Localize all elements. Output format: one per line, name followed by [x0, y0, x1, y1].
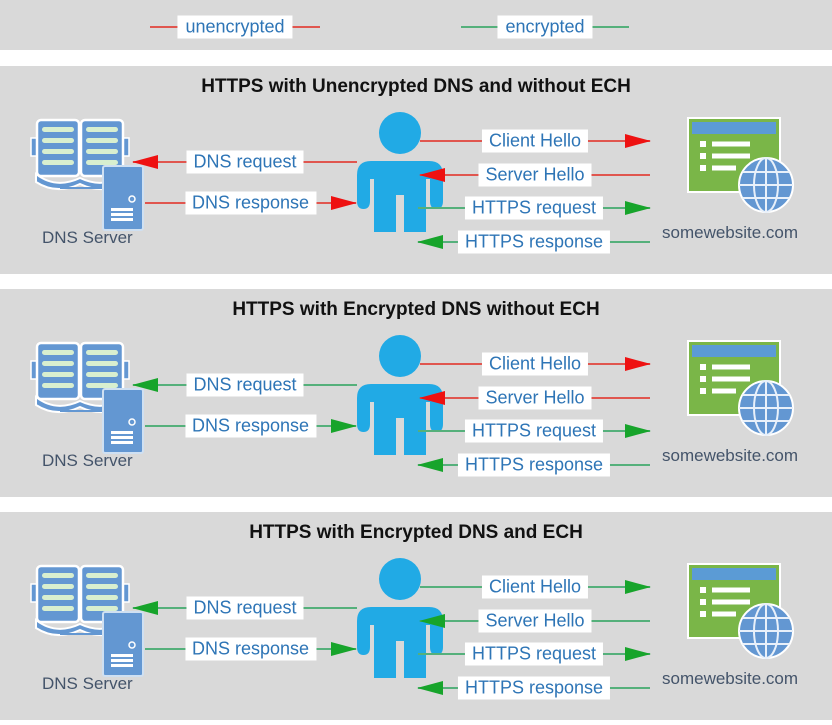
panel-unencrypted-dns-no-ech: HTTPS with Unencrypted DNS and without E… [0, 66, 832, 274]
legend-unencrypted-label: unencrypted [177, 15, 293, 39]
https-request-label: HTTPS request [464, 419, 604, 443]
dns-request-label: DNS request [186, 596, 304, 620]
arrowhead-icon [132, 601, 158, 615]
server-hello-label: Server Hello [478, 163, 592, 187]
website-label: somewebsite.com [662, 223, 799, 242]
panel-title: HTTPS with Encrypted DNS without ECH [232, 299, 600, 320]
book-server-connector [60, 633, 104, 635]
arrowhead-icon [625, 424, 651, 438]
arrowhead-icon [625, 580, 651, 594]
legend-encrypted-label: encrypted [497, 15, 593, 39]
dns-server-icon [102, 165, 144, 231]
arrowhead-icon [419, 614, 445, 628]
arrowhead-icon [625, 134, 651, 148]
arrowhead-icon [331, 196, 357, 210]
dns-server-label: DNS Server [42, 228, 133, 247]
dns-book-icon [30, 118, 130, 190]
website-icon [687, 340, 794, 436]
arrowhead-icon [625, 647, 651, 661]
book-server-connector [60, 187, 104, 189]
dns-response-label: DNS response [184, 637, 317, 661]
client-hello-label: Client Hello [481, 352, 589, 376]
dns-response-label: DNS response [184, 414, 317, 438]
dns-request-label: DNS request [186, 150, 304, 174]
dns-server-icon [102, 611, 144, 677]
arrowhead-icon [132, 378, 158, 392]
website-icon [687, 117, 794, 213]
https-request-label: HTTPS request [464, 196, 604, 220]
website-icon [687, 563, 794, 659]
arrowhead-icon [417, 681, 443, 695]
arrowhead-icon [419, 391, 445, 405]
dns-server-label: DNS Server [42, 451, 133, 470]
client-hello-label: Client Hello [481, 575, 589, 599]
arrowhead-icon [331, 419, 357, 433]
website-label: somewebsite.com [662, 446, 799, 465]
arrowhead-icon [417, 235, 443, 249]
panel-encrypted-dns-no-ech: HTTPS with Encrypted DNS without ECH DNS… [0, 289, 832, 497]
server-hello-label: Server Hello [478, 609, 592, 633]
arrowhead-icon [419, 168, 445, 182]
https-response-label: HTTPS response [457, 230, 611, 254]
arrowhead-icon [331, 642, 357, 656]
https-response-label: HTTPS response [457, 453, 611, 477]
panel-title: HTTPS with Encrypted DNS and ECH [249, 522, 583, 543]
https-response-label: HTTPS response [457, 676, 611, 700]
dns-server-icon [102, 388, 144, 454]
arrowhead-icon [132, 155, 158, 169]
legend-bar: unencrypted encrypted [0, 0, 832, 50]
panel-encrypted-dns-with-ech: HTTPS with Encrypted DNS and ECH DNS Ser… [0, 512, 832, 720]
https-request-label: HTTPS request [464, 642, 604, 666]
server-hello-label: Server Hello [478, 386, 592, 410]
client-hello-label: Client Hello [481, 129, 589, 153]
panel-title: HTTPS with Unencrypted DNS and without E… [201, 76, 631, 97]
website-label: somewebsite.com [662, 669, 799, 688]
dns-request-label: DNS request [186, 373, 304, 397]
arrowhead-icon [417, 458, 443, 472]
arrowhead-icon [625, 201, 651, 215]
book-server-connector [60, 410, 104, 412]
dns-response-label: DNS response [184, 191, 317, 215]
dns-book-icon [30, 341, 130, 413]
dns-server-label: DNS Server [42, 674, 133, 693]
arrowhead-icon [625, 357, 651, 371]
